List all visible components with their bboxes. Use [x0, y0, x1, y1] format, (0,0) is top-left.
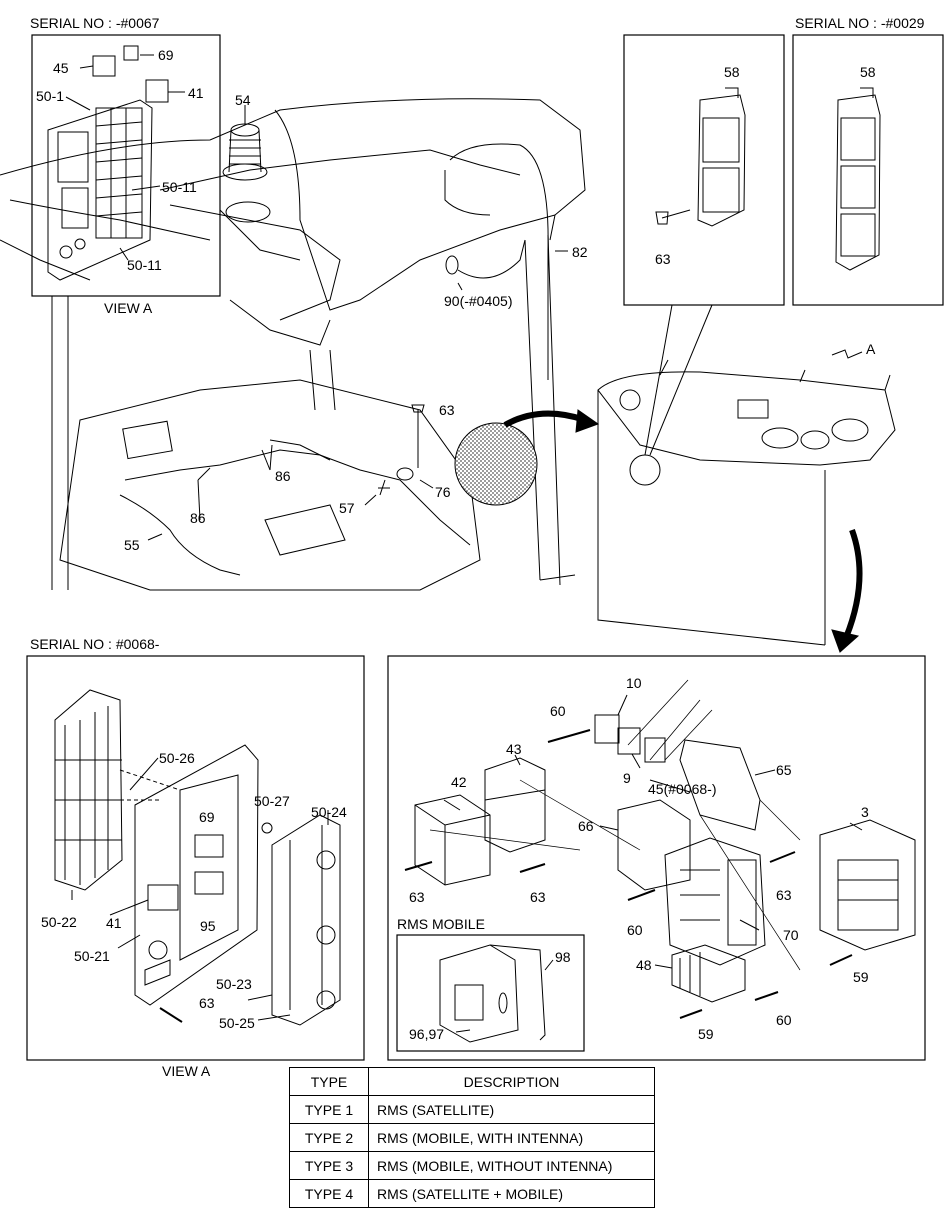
callout-label: 63	[199, 995, 215, 1011]
table-row: TYPE 3 RMS (MOBILE, WITHOUT INTENNA)	[289, 1151, 655, 1180]
callout-label: 69	[199, 809, 215, 825]
table-header-cell: TYPE	[289, 1067, 369, 1096]
callout-label: 45(#0068-)	[648, 781, 717, 797]
table-cell: TYPE 1	[289, 1095, 369, 1124]
callout-label: 60	[776, 1012, 792, 1028]
table-cell: RMS (MOBILE, WITHOUT INTENNA)	[368, 1151, 655, 1180]
table-cell: TYPE 3	[289, 1151, 369, 1180]
callout-label: 65	[776, 762, 792, 778]
serial-label-bottom-left: SERIAL NO : #0068-	[30, 636, 160, 652]
callout-label: 86	[190, 510, 206, 526]
table-cell: TYPE 4	[289, 1179, 369, 1208]
callout-label: 50-11	[127, 257, 162, 273]
view-a-top-caption: VIEW A	[104, 300, 153, 316]
callout-label: 63	[655, 251, 671, 267]
callout-label: 76	[435, 484, 451, 500]
callout-label: 50-22	[41, 914, 77, 930]
view-a-bottom-caption: VIEW A	[162, 1063, 211, 1079]
callout-label: 98	[555, 949, 571, 965]
rms-mobile-caption: RMS MOBILE	[397, 916, 485, 932]
callout-label: 41	[188, 85, 204, 101]
callout-label: 54	[235, 92, 251, 108]
callout-label: 41	[106, 915, 122, 931]
callout-label: 50-23	[216, 976, 252, 992]
callout-label: 59	[698, 1026, 714, 1042]
table-cell: RMS (MOBILE, WITH INTENNA)	[368, 1123, 655, 1152]
callout-label: 50-21	[74, 948, 110, 964]
table-cell: TYPE 2	[289, 1123, 369, 1152]
callout-label: 57	[339, 500, 355, 516]
callout-label: 50-26	[159, 750, 195, 766]
callout-label: 70	[783, 927, 799, 943]
callout-label: 66	[578, 818, 594, 834]
serial-label-top-left: SERIAL NO : -#0067	[30, 15, 160, 31]
type-description-table: TYPE DESCRIPTION TYPE 1 RMS (SATELLITE) …	[289, 1067, 655, 1208]
table-cell: RMS (SATELLITE + MOBILE)	[368, 1179, 655, 1208]
callout-label: 59	[853, 969, 869, 985]
callout-label: 50-24	[311, 804, 347, 820]
callout-label: 50-1	[36, 88, 65, 104]
callout-label: 90(-#0405)	[444, 293, 513, 309]
callout-label: 82	[572, 244, 588, 260]
callout-label: 55	[124, 537, 140, 553]
callout-label: 50-11	[162, 179, 197, 195]
table-row: TYPE 2 RMS (MOBILE, WITH INTENNA)	[289, 1123, 655, 1152]
table-row: TYPE 4 RMS (SATELLITE + MOBILE)	[289, 1179, 655, 1208]
callout-label: 95	[200, 918, 216, 934]
table-row: TYPE 1 RMS (SATELLITE)	[289, 1095, 655, 1124]
callout-label: 96,97	[409, 1026, 445, 1042]
callout-label: 60	[550, 703, 566, 719]
callout-label: 60	[627, 922, 643, 938]
serial-0029-frame-right	[792, 34, 944, 306]
callout-label: 43	[506, 741, 522, 757]
callout-label: 42	[451, 774, 467, 790]
callout-label: 48	[636, 957, 652, 973]
callout-label: 3	[861, 804, 869, 820]
callout-label: 50-27	[254, 793, 290, 809]
rms-assembly-frame	[387, 655, 926, 1061]
callout-label: 86	[275, 468, 291, 484]
callout-label: 45	[53, 60, 69, 76]
table-cell: RMS (SATELLITE)	[368, 1095, 655, 1124]
rms-mobile-frame	[396, 934, 585, 1052]
serial-0029-frame-left	[623, 34, 785, 306]
arrow-a-label: A	[866, 341, 876, 357]
callout-label: 63	[409, 889, 425, 905]
callout-label: 63	[776, 887, 792, 903]
table-header-cell: DESCRIPTION	[368, 1067, 655, 1096]
callout-label: 50-25	[219, 1015, 255, 1031]
callout-label: 58	[860, 64, 876, 80]
callout-label: 63	[439, 402, 455, 418]
detail-circle	[454, 422, 538, 506]
callout-label: 58	[724, 64, 740, 80]
serial-label-top-right: SERIAL NO : -#0029	[795, 15, 925, 31]
callout-label: 9	[623, 770, 631, 786]
callout-label: 63	[530, 889, 546, 905]
callout-label: 69	[158, 47, 174, 63]
view-a-top-frame	[31, 34, 221, 297]
view-a-bottom-frame	[26, 655, 365, 1061]
callout-label: 10	[626, 675, 642, 691]
table-header-row: TYPE DESCRIPTION	[289, 1067, 655, 1096]
